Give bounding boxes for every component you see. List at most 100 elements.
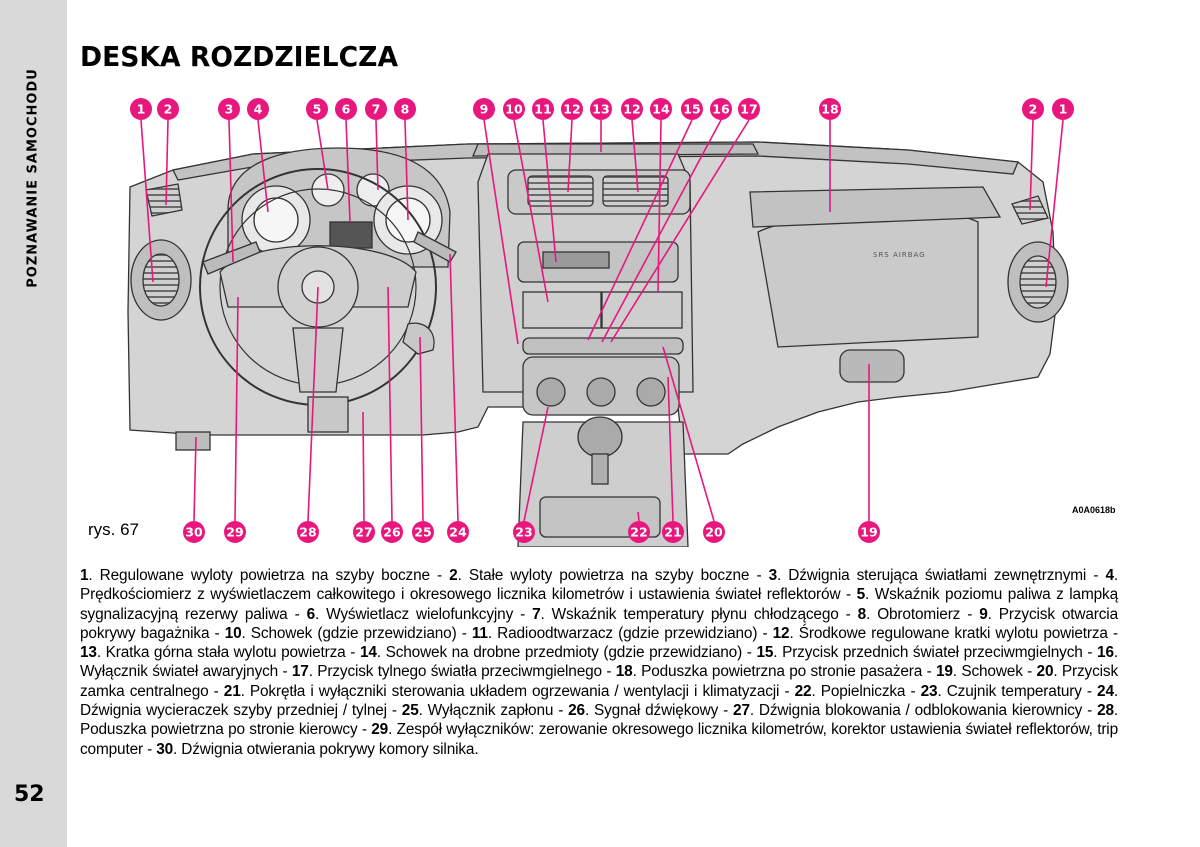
legend-text: . Popielniczka - [811,682,921,700]
callout-badge [513,521,535,543]
legend-number: 17 [291,663,309,681]
callout-number: 15 [683,102,700,117]
leader-line [257,119,269,213]
leader-line [234,296,239,522]
callout-badge [473,98,495,120]
callout-badge [590,98,612,120]
legend-text: . Przycisk tylnego światła przeciwmgieln… [308,663,616,681]
legend-number: 7 [532,605,541,623]
callout-badge [662,521,684,543]
callout-number: 17 [740,102,757,117]
leader-line [542,119,557,263]
callout-badge [218,98,240,120]
legend-number: 8 [857,605,867,623]
legend-text: . Schowek - [952,663,1037,681]
leader-line [307,286,319,522]
legend-text: . Prędkościomierz z wyświetlaczem całkow… [80,567,1118,604]
legend-number: 1 [80,567,89,584]
legend-number: 14 [359,644,377,662]
callout-number: 6 [342,102,351,117]
legend-text: . Kratka górna stała wylotu powietrza - [96,644,360,662]
callout-badge [130,98,152,120]
legend-text: . Czujnik temperatury - [937,682,1098,700]
callout-leaders [140,119,1064,522]
leader-line [345,119,351,223]
leader-line [657,119,662,293]
callout-badge [503,98,525,120]
callout-number: 28 [299,525,316,540]
legend-number: 9 [979,605,988,623]
callout-badge [621,98,643,120]
legend-number: 25 [401,702,419,720]
callout-badge [1022,98,1044,120]
callout-number: 18 [821,102,838,117]
callout-number: 11 [534,102,551,117]
leader-line [193,436,197,522]
leader-line [362,411,365,522]
callout-number: 16 [712,102,730,117]
leader-line [587,119,693,341]
leader-line [667,376,674,522]
callout-badge [1052,98,1074,120]
leader-line [662,346,715,522]
leader-line [523,406,549,522]
legend-text: . Dźwignia blokowania / odblokowania kie… [749,702,1098,720]
legend-number: 30 [156,740,174,758]
legend-text: . Wyświetlacz wielofunkcyjny - [314,605,533,623]
callout-number: 10 [505,102,523,117]
callout-number: 8 [401,102,410,117]
legend-number: 24 [1097,682,1114,700]
leader-line [140,119,154,283]
callout-badge [532,98,554,120]
legend-number: 27 [733,702,750,720]
callout-number: 12 [563,102,580,117]
sidebar-strip: POZNAWANIE SAMOCHODU 52 [0,0,67,847]
callout-badge [335,98,357,120]
legend-paragraph: 1. Regulowane wyloty powietrza na szyby … [80,566,1118,759]
legend-number: 21 [223,682,241,700]
callout-number: 22 [630,525,647,540]
leader-line [601,119,722,343]
legend-text: . Środkowe regulowane kratki wylotu powi… [789,624,1118,642]
legend-text: . Dźwignia sterująca światłami zewnętrzn… [777,567,1106,584]
callout-number: 27 [355,525,372,540]
legend-text: . Schowek (gdzie przewidziano) - [241,624,472,642]
legend-text: . Schowek na drobne przedmioty (gdzie pr… [376,644,757,662]
callout-number: 9 [480,102,489,117]
legend-text: . Przycisk otwarcia pokrywy bagażnika - [80,605,1118,642]
legend-number: 26 [568,702,585,720]
legend-number: 11 [471,624,488,642]
leader-line [1029,119,1034,211]
callout-number: 2 [164,102,173,117]
callout-badge [381,521,403,543]
callout-badge [561,98,583,120]
callout-number: 3 [225,102,234,117]
callout-badge [858,521,880,543]
callout-badge [353,521,375,543]
leader-line [228,119,234,263]
callout-badge [297,521,319,543]
legend-number: 4 [1105,567,1114,584]
leader-line [513,119,549,303]
callout-number: 5 [313,102,322,117]
leader-line [419,336,424,522]
callout-badge [681,98,703,120]
callout-badge [412,521,434,543]
leader-line [483,119,519,345]
legend-number: 19 [935,663,953,681]
leader-line [449,253,459,522]
legend-number: 28 [1097,702,1114,720]
callout-badge [183,521,205,543]
callout-number: 20 [705,525,723,540]
callout-badge [628,521,650,543]
legend-number: 29 [371,721,389,739]
legend-text: . Dźwignia wycieraczek szyby przedniej /… [80,682,1118,720]
callout-number: 30 [185,525,203,540]
leader-line [165,119,169,206]
callout-number: 14 [652,102,670,117]
callout-number: 7 [372,102,381,117]
callout-number: 25 [414,525,431,540]
leader-line [631,119,639,193]
